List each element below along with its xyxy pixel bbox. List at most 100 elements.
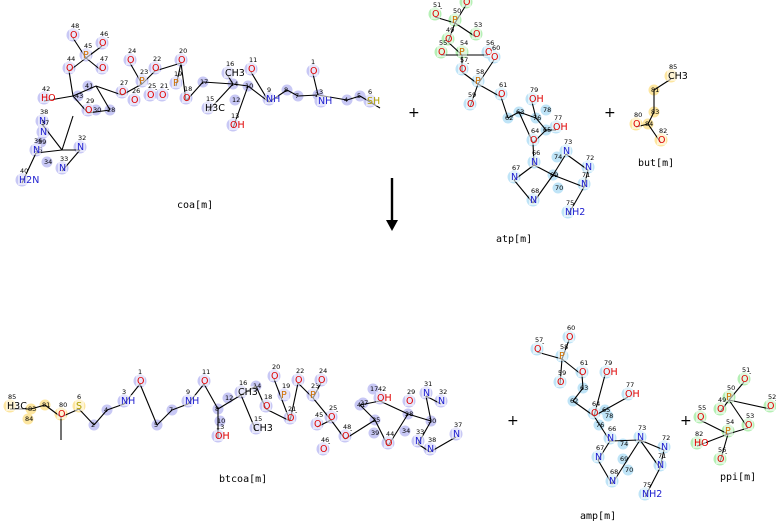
atom-symbol: N — [427, 444, 434, 455]
carbon-number: 83 — [28, 405, 36, 413]
atom-charge: - — [350, 426, 353, 434]
atom-backdrop — [341, 430, 350, 441]
atom-backdrop — [214, 430, 227, 441]
atom-backdrop — [317, 95, 330, 106]
carbon-highlight — [229, 94, 241, 106]
atom-charge: - — [467, 59, 470, 67]
atom-number: 44 — [67, 55, 75, 63]
atom-symbol: O — [385, 438, 392, 449]
atom-symbol: N — [77, 142, 84, 153]
atom-symbol: N — [609, 476, 616, 487]
atom-number: 71 — [658, 452, 666, 460]
atom-number: 59 — [558, 369, 566, 377]
bond — [407, 413, 432, 422]
atom-symbol: O — [485, 47, 492, 58]
atom-backdrop — [247, 63, 256, 74]
atom-symbol: P — [281, 390, 287, 401]
bond — [139, 383, 158, 426]
atom-number: 44 — [386, 430, 394, 438]
atom-symbol: O — [591, 408, 598, 419]
atom-number: 79 — [604, 359, 612, 367]
carbon-number: 7 — [169, 406, 173, 414]
atom-number: 24 — [319, 367, 327, 375]
atom-number: 46 — [100, 30, 108, 38]
atom-symbol: P — [726, 392, 732, 403]
atom-number: 56 — [718, 446, 726, 454]
atom-symbol: P — [173, 78, 179, 89]
carbon-number: 70 — [625, 466, 633, 474]
atom-charge: - — [725, 449, 728, 457]
atom-symbol: P — [83, 50, 89, 61]
carbon-number: 41 — [357, 401, 365, 409]
atom-backdrop — [252, 422, 272, 433]
atom-symbol: O — [178, 55, 185, 66]
atom-backdrop — [458, 63, 467, 74]
carbon-number: 63 — [580, 384, 588, 392]
atom-backdrop — [82, 49, 91, 60]
atom-number: 32 — [439, 388, 447, 396]
atom-backdrop — [529, 134, 538, 145]
bond — [581, 374, 584, 389]
atom-charge: - — [749, 369, 752, 377]
atom-backdrop — [405, 395, 414, 406]
carbon-number: 34 — [44, 158, 52, 166]
atom-number: 15 — [206, 95, 214, 103]
bond — [379, 400, 409, 415]
atom-symbol: O — [119, 87, 126, 98]
atom-symbol: N — [563, 146, 570, 157]
atom-backdrop — [126, 54, 135, 65]
carbon-highlight — [540, 104, 552, 116]
carbon-number: 5 — [154, 421, 158, 429]
atom-backdrop — [452, 428, 461, 439]
carbon-highlight — [617, 438, 629, 450]
molecule-atp: 6263656970747678O52-O51-P50O53O49O55P54O… — [428, 0, 595, 219]
atom-backdrop — [636, 431, 645, 442]
atom-symbol: O — [557, 377, 564, 388]
atom-backdrop — [317, 374, 326, 385]
atom-number: 1 — [311, 58, 315, 66]
atom-backdrop — [319, 443, 328, 454]
atom-number: 77 — [626, 381, 634, 389]
atom-backdrop — [57, 408, 66, 419]
atom-number: 38 — [40, 108, 48, 116]
atom-number: 64 — [531, 127, 539, 135]
atom-symbol: P — [452, 15, 458, 26]
carbon-highlight — [551, 151, 563, 163]
atom-symbol: N — [423, 388, 430, 399]
carbon-number: 7 — [295, 92, 299, 100]
atom-symbol: O — [70, 30, 77, 41]
atom-number: 54 — [460, 39, 468, 47]
carbon-number: 34 — [402, 427, 410, 435]
carbon-number: 65 — [543, 126, 551, 134]
atom-number: 73 — [638, 424, 646, 432]
atom-symbol: O — [717, 404, 724, 415]
atom-symbol: O — [467, 99, 474, 110]
atom-backdrop — [120, 395, 133, 406]
carbon-highlight — [622, 464, 634, 476]
atom-number: 11 — [249, 56, 257, 64]
atom-symbol: O — [271, 371, 278, 382]
carbon-number: 39 — [38, 138, 46, 146]
atom-symbol: O — [159, 90, 166, 101]
atom-backdrop — [422, 387, 431, 398]
plus-sign-4: + — [680, 413, 692, 429]
atom-symbol: O — [741, 374, 748, 385]
bond — [93, 409, 108, 426]
atom-symbol: O — [717, 454, 724, 465]
atom-number: 19 — [174, 70, 182, 78]
bond — [647, 111, 655, 125]
atom-backdrop — [327, 411, 336, 422]
atom-backdrop — [530, 156, 539, 167]
carbon-number: 76 — [596, 421, 604, 429]
carbon-number: 62 — [570, 397, 578, 405]
carbon-highlight — [41, 156, 53, 168]
atom-symbol: HO — [41, 93, 56, 104]
atom-backdrop — [641, 488, 661, 499]
atom-backdrop — [562, 145, 571, 156]
atom-backdrop — [130, 94, 139, 105]
atom-symbol: O — [328, 412, 335, 423]
carbon-highlight — [367, 383, 379, 395]
atom-backdrop — [565, 331, 574, 342]
atom-number: 73 — [564, 138, 572, 146]
atom-number: 9 — [267, 86, 271, 94]
